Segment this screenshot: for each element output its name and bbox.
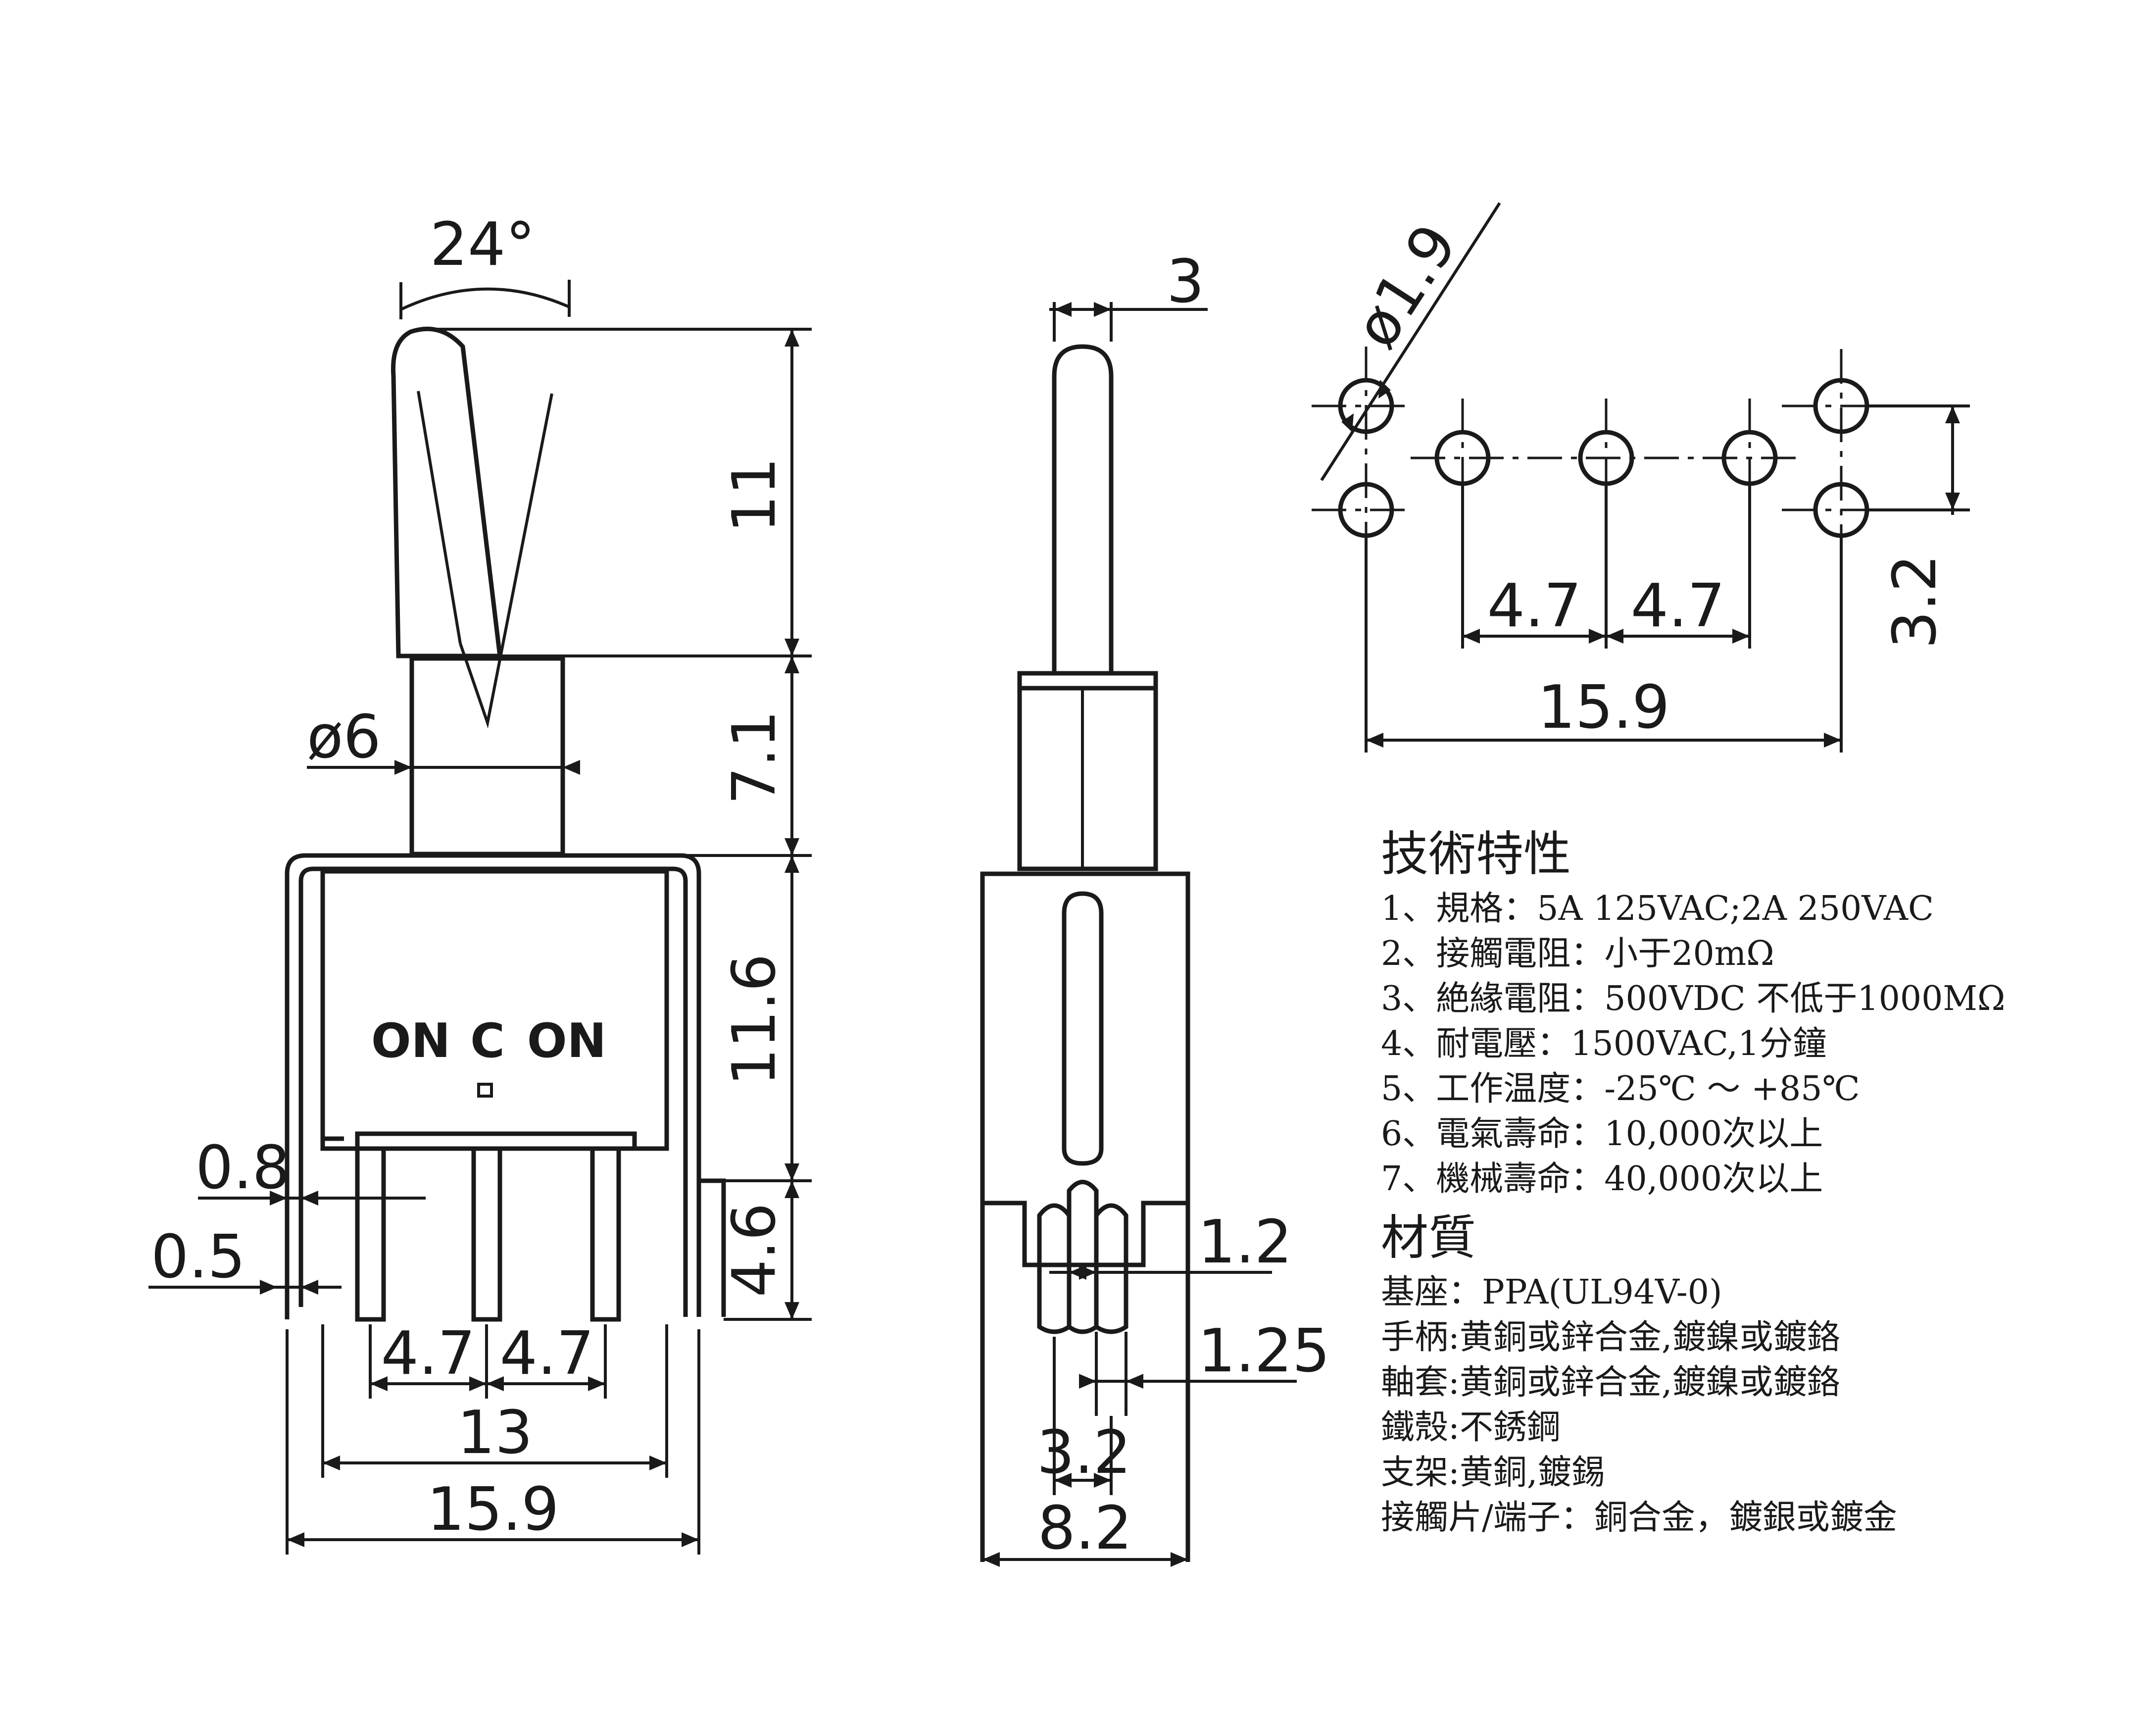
front-lever bbox=[391, 326, 503, 658]
spec-panel: 技術特性 1、規格：5A 125VAC;2A 250VAC 2、接觸電阻：小于2… bbox=[1381, 822, 2133, 1540]
terminal-mark-on-left: ON bbox=[371, 1014, 450, 1068]
tech-item: 6、電氣壽命：10,000次以上 bbox=[1381, 1114, 1823, 1154]
front-pin-right bbox=[590, 1149, 621, 1322]
dim-front-pitch-right: 4.7 bbox=[500, 1319, 594, 1388]
front-bracket bbox=[285, 853, 701, 1319]
side-view: 3 1.2 1.25 3.2 8.2 bbox=[980, 248, 1330, 1567]
dim-pin-length: 4.6 bbox=[720, 1203, 789, 1298]
material-item: 基座：PPA(UL94V-0) bbox=[1381, 1273, 1722, 1312]
front-bushing bbox=[409, 656, 565, 856]
dim-hole-diameter: ø1.9 bbox=[1342, 212, 1471, 359]
dim-pin-thickness: 0.5 bbox=[151, 1223, 245, 1292]
pcb-hole-pin-3 bbox=[1721, 430, 1778, 486]
side-body bbox=[980, 871, 1190, 1562]
tech-item: 5、工作温度：-25℃ ～ +85℃ bbox=[1381, 1069, 1860, 1108]
dim-pin-gap: 1.25 bbox=[1198, 1317, 1330, 1386]
front-view: ON C ON 24° 11 7.1 11.6 4.6 ø6 bbox=[148, 210, 812, 1555]
dim-bushing-diameter: ø6 bbox=[307, 703, 381, 772]
tech-heading: 技術特性 bbox=[1381, 826, 1571, 882]
dim-pcb-pitch-right: 4.7 bbox=[1631, 572, 1725, 641]
pcb-hole-bracket-tr bbox=[1813, 378, 1869, 434]
dim-lever-width: 3 bbox=[1167, 248, 1204, 316]
tech-item: 4、耐電壓：1500VAC,1分鐘 bbox=[1381, 1024, 1827, 1063]
material-item: 鐵殼:不銹鋼 bbox=[1381, 1408, 1561, 1447]
dim-bracket-thickness: 0.8 bbox=[196, 1134, 290, 1203]
tech-item: 1、規格：5A 125VAC;2A 250VAC bbox=[1381, 889, 1934, 928]
side-pin-right bbox=[1094, 1203, 1128, 1334]
pcb-hole-bracket-tl bbox=[1338, 378, 1394, 434]
material-item: 軸套:黄銅或鋅合金,鍍鎳或鍍鉻 bbox=[1381, 1363, 1841, 1402]
pcb-hole-pin-2 bbox=[1578, 430, 1634, 486]
material-heading: 材質 bbox=[1381, 1210, 1476, 1265]
pcb-hole-pin-1 bbox=[1434, 430, 1491, 486]
dim-pcb-row-spacing: 3.2 bbox=[1881, 554, 1950, 649]
material-item: 手柄:黄銅或鋅合金,鍍鎳或鍍鉻 bbox=[1381, 1318, 1841, 1357]
side-bushing bbox=[1017, 671, 1158, 871]
dim-body-height: 11.6 bbox=[720, 954, 789, 1086]
tech-item: 3、絶緣電阻：500VDC 不低于1000MΩ bbox=[1381, 979, 2006, 1018]
dim-pcb-pitch-left: 4.7 bbox=[1487, 572, 1582, 641]
dim-lever-height: 11 bbox=[720, 457, 789, 533]
dim-bracket-width: 15.9 bbox=[427, 1475, 559, 1544]
front-pin-center bbox=[471, 1149, 502, 1322]
terminal-mark-on-right: ON bbox=[527, 1014, 606, 1068]
dim-pin-width: 1.2 bbox=[1198, 1208, 1292, 1277]
front-pin-left bbox=[355, 1149, 386, 1322]
dim-front-pitch-left: 4.7 bbox=[381, 1319, 476, 1388]
pcb-layout: ø1.9 4.7 4.7 15.9 3.2 bbox=[1312, 202, 1970, 753]
terminal-mark-c: C bbox=[470, 1014, 505, 1068]
pcb-hole-bracket-bl bbox=[1338, 482, 1394, 538]
side-pin-left bbox=[1037, 1203, 1072, 1334]
material-item: 接觸片/端子：銅合金，鍍銀或鍍金 bbox=[1381, 1498, 1897, 1537]
dim-pcb-overall-width: 15.9 bbox=[1537, 673, 1669, 742]
tech-item: 2、接觸電阻：小于20mΩ bbox=[1381, 934, 1774, 973]
dim-angle: 24° bbox=[430, 210, 536, 279]
dim-bushing-height: 7.1 bbox=[720, 710, 789, 805]
side-pin-center bbox=[1067, 1180, 1099, 1334]
front-body bbox=[320, 869, 669, 1151]
dim-body-depth: 8.2 bbox=[1038, 1494, 1132, 1563]
dim-body-width: 13 bbox=[457, 1399, 533, 1467]
tech-item: 7、機械壽命：40,000次以上 bbox=[1381, 1159, 1823, 1199]
dim-pin-span: 3.2 bbox=[1037, 1418, 1131, 1487]
material-item: 支架:黄銅,鍍錫 bbox=[1381, 1453, 1605, 1492]
pcb-hole-bracket-br bbox=[1813, 482, 1869, 538]
side-lever bbox=[1052, 344, 1114, 673]
